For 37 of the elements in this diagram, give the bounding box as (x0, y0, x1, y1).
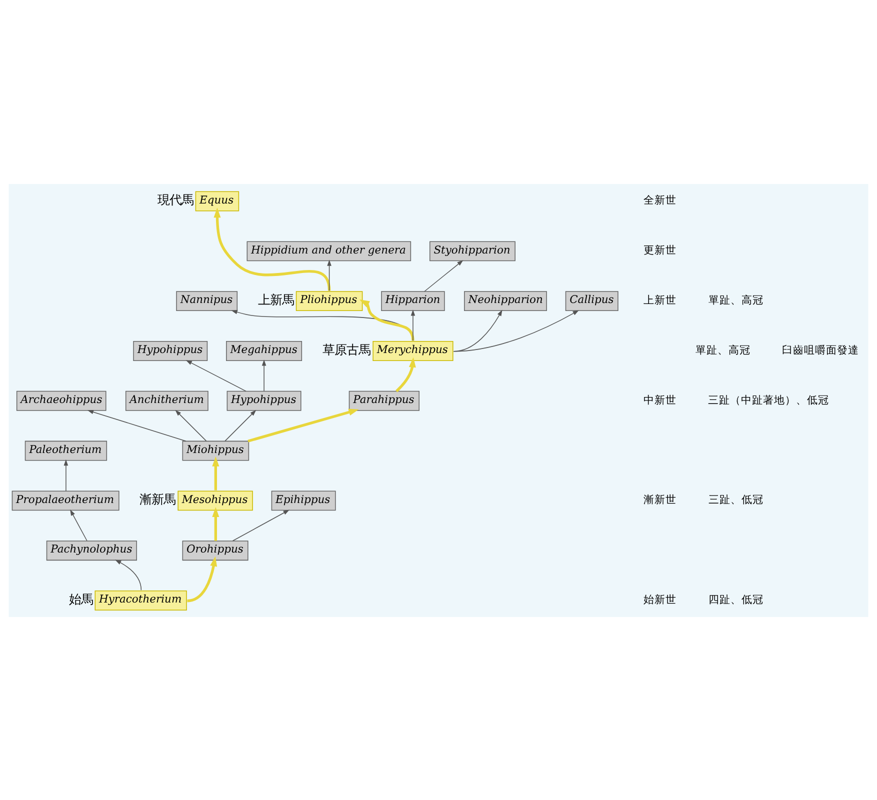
label: 更新世 (644, 243, 677, 256)
node-label: 始馬 (69, 592, 94, 606)
arrow (64, 458, 68, 491)
label: 單趾、高冠 (708, 293, 764, 306)
arrow (87, 409, 186, 441)
arrow (360, 299, 414, 340)
arrow (262, 359, 266, 392)
label: 四趾、低冠 (708, 592, 764, 606)
node-label: 上新馬 (258, 292, 294, 306)
label: 單趾、高冠 (696, 342, 751, 356)
label: 全新世 (644, 193, 677, 206)
arrow (212, 456, 220, 490)
label: 臼齒咀嚼面發達 (782, 342, 860, 356)
arrow (212, 506, 220, 540)
arrow (214, 207, 331, 290)
arrow (187, 556, 218, 602)
arrow (327, 259, 332, 291)
label: 三趾（中趾著地）、低冠 (708, 392, 829, 406)
arrow (424, 260, 464, 292)
arrow (232, 509, 290, 541)
node-label: 草原古馬 (322, 342, 370, 356)
arrow (410, 309, 416, 340)
arrow (70, 508, 88, 541)
arrow (224, 409, 256, 441)
arrow (396, 356, 416, 392)
label: 中新世 (644, 392, 677, 406)
arrow (186, 360, 246, 392)
arrow (175, 409, 207, 441)
arrow (248, 408, 359, 442)
label: 始新世 (644, 592, 677, 606)
arrow (115, 559, 142, 590)
label: 漸新世 (644, 492, 677, 506)
node-label: 現代馬 (157, 192, 194, 207)
arrow (453, 310, 579, 352)
label: 三趾、低冠 (708, 492, 764, 506)
label: 上新世 (644, 293, 677, 306)
node-label: 漸新馬 (140, 492, 176, 506)
